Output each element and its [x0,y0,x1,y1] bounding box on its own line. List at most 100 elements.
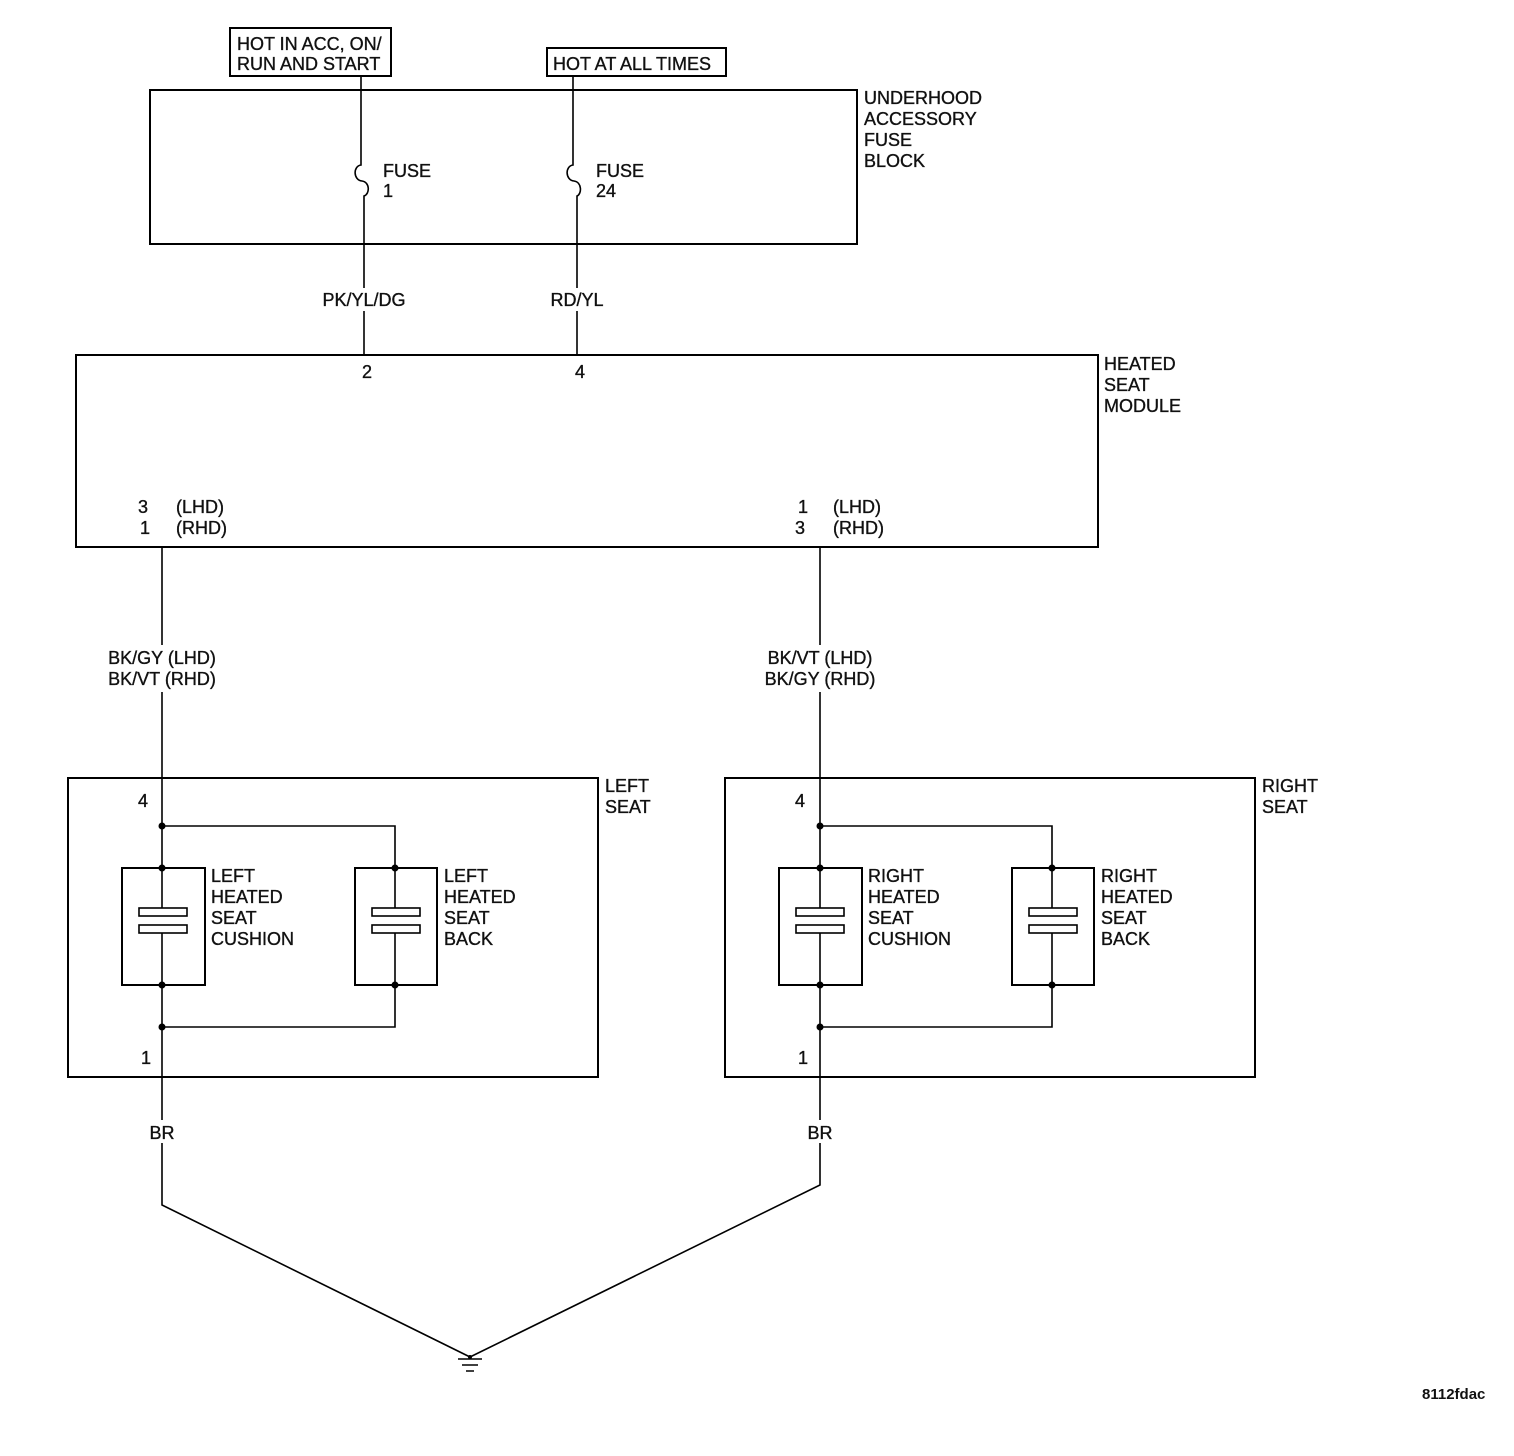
fuse-block-name-line-4: BLOCK [864,151,925,171]
right-seat-top-bus [820,825,1053,908]
left-cushion-name-line-3: SEAT [211,908,257,928]
module-name-line-1: HEATED [1104,354,1176,374]
module-left-output-variant-lhd: (LHD) [176,497,224,517]
ground-circuit: BR BR [149,1123,833,1372]
heated-seat-module: HEATED SEAT MODULE 2 4 3 (LHD) 1 (RHD) 1… [75,354,1181,548]
right-back-name-line-2: HEATED [1101,887,1173,907]
left-cushion-heater-plate-top [138,907,188,917]
figure-id: 8112fdac [1422,1386,1485,1403]
right-back-element-box [1011,867,1095,986]
module-left-output-pin-lhd: 3 [138,497,148,517]
module-right-output-variant-rhd: (RHD) [833,518,884,538]
left-cushion-name-line-2: HEATED [211,887,283,907]
module-name-line-2: SEAT [1104,375,1150,395]
fuse-1-label: FUSE [383,161,431,181]
left-seat-splice-dot [158,864,166,872]
module-name-line-3: MODULE [1104,396,1181,416]
left-seat-splice-dot [158,981,166,989]
fuse-24-wire-color: RD/YL [550,290,603,310]
left-back-name-line-4: BACK [444,929,493,949]
fuse-block-name-line-1: UNDERHOOD [864,88,982,108]
battery-power-label-box [546,47,727,77]
ground-icon [458,1355,482,1372]
battery-power-label: HOT AT ALL TIMES [553,54,711,74]
left-seat-feed-wire-color-2: BK/VT (RHD) [108,669,216,689]
fuse-block-outline [149,89,858,245]
switched-power-label-box [229,27,392,77]
left-cushion-name-line-4: CUSHION [211,929,294,949]
left-ground-wire-color: BR [149,1123,174,1143]
fuse-24-label: FUSE [596,161,644,181]
fuse-1-circuit [354,76,370,288]
right-cushion-heater-plate-top [795,907,845,917]
left-back-element-box [354,867,438,986]
right-cushion-heater-plate-bottom [795,924,845,934]
right-ground-wire-color: BR [807,1123,832,1143]
right-back-heater-plate-top [1028,907,1078,917]
module-left-output-variant-rhd: (RHD) [176,518,227,538]
left-back-name-line-3: SEAT [444,908,490,928]
left-cushion-element-box [121,867,206,986]
left-seat-name-line-2: SEAT [605,797,651,817]
switched-power-label-line-2: RUN AND START [237,54,380,74]
left-seat-name-line-1: LEFT [605,776,649,796]
left-seat-pin-out: 1 [141,1048,151,1068]
power-sources: HOT IN ACC, ON/ RUN AND START HOT AT ALL… [229,27,727,77]
right-seat-bottom-bus [820,933,1053,1028]
right-cushion-name-line-4: CUSHION [868,929,951,949]
fuse-24-circuit [566,76,582,288]
left-seat-splice-dot [158,1023,166,1031]
left-ground-wire [161,1143,471,1358]
right-back-heater-plate-bottom [1028,924,1078,934]
left-seat-splice-dot [391,864,399,872]
right-back-name-line-4: BACK [1101,929,1150,949]
right-seat-name-line-2: SEAT [1262,797,1308,817]
module-left-output-pin-rhd: 1 [140,518,150,538]
right-cushion-name-line-3: SEAT [868,908,914,928]
right-cushion-name-line-1: RIGHT [868,866,924,886]
module-right-output-pin-rhd: 3 [795,518,805,538]
right-seat-pin-in: 4 [795,791,805,811]
right-seat-outline [724,777,1256,1078]
left-back-heater-plate-top [371,907,421,917]
fuse-block: UNDERHOOD ACCESSORY FUSE BLOCK FUSE 1 PK… [149,76,982,355]
left-back-heater-plate-bottom [371,924,421,934]
fuse-24-number: 24 [596,181,616,201]
right-seat-splice-dot [816,822,824,830]
right-seat-splice-dot [816,1023,824,1031]
right-seat-pin-out: 1 [798,1048,808,1068]
module-to-seat-wires: BK/GY (LHD) BK/VT (RHD) BK/VT (LHD) BK/G… [108,547,876,689]
fuse-block-name-line-3: FUSE [864,130,912,150]
right-seat-splice-dot [816,981,824,989]
module-pin-fuse-24: 4 [575,362,585,382]
module-pin-fuse-1: 2 [362,362,372,382]
fuse-block-name-line-2: ACCESSORY [864,109,977,129]
module-right-output-variant-lhd: (LHD) [833,497,881,517]
left-seat-pin-in: 4 [138,791,148,811]
switched-power-label-line-1: HOT IN ACC, ON/ [237,34,382,54]
right-back-name-line-1: RIGHT [1101,866,1157,886]
left-cushion-name-line-1: LEFT [211,866,255,886]
left-seat-splice-dot [158,822,166,830]
right-seat-splice-dot [1048,864,1056,872]
left-back-name-line-1: LEFT [444,866,488,886]
right-back-name-line-3: SEAT [1101,908,1147,928]
left-seat-bottom-bus [162,933,396,1028]
left-cushion-heater-plate-bottom [138,924,188,934]
right-seat-feed-wire-color-1: BK/VT (LHD) [768,648,873,668]
fuse-1-wire-color: PK/YL/DG [322,290,405,310]
right-ground-wire [469,1143,821,1358]
fuse-1-number: 1 [383,181,393,201]
right-cushion-name-line-2: HEATED [868,887,940,907]
right-seat: RIGHT SEAT 4 1 RIGHT HEATED SEAT CUSHION… [724,692,1318,1120]
module-right-output-pin-lhd: 1 [798,497,808,517]
left-seat-splice-dot [391,981,399,989]
right-seat-splice-dot [816,864,824,872]
module-outline [75,354,1099,548]
left-back-name-line-2: HEATED [444,887,516,907]
right-seat-splice-dot [1048,981,1056,989]
left-seat-top-bus [162,825,396,908]
right-seat-feed-wire-color-2: BK/GY (RHD) [765,669,876,689]
left-seat-outline [67,777,599,1078]
